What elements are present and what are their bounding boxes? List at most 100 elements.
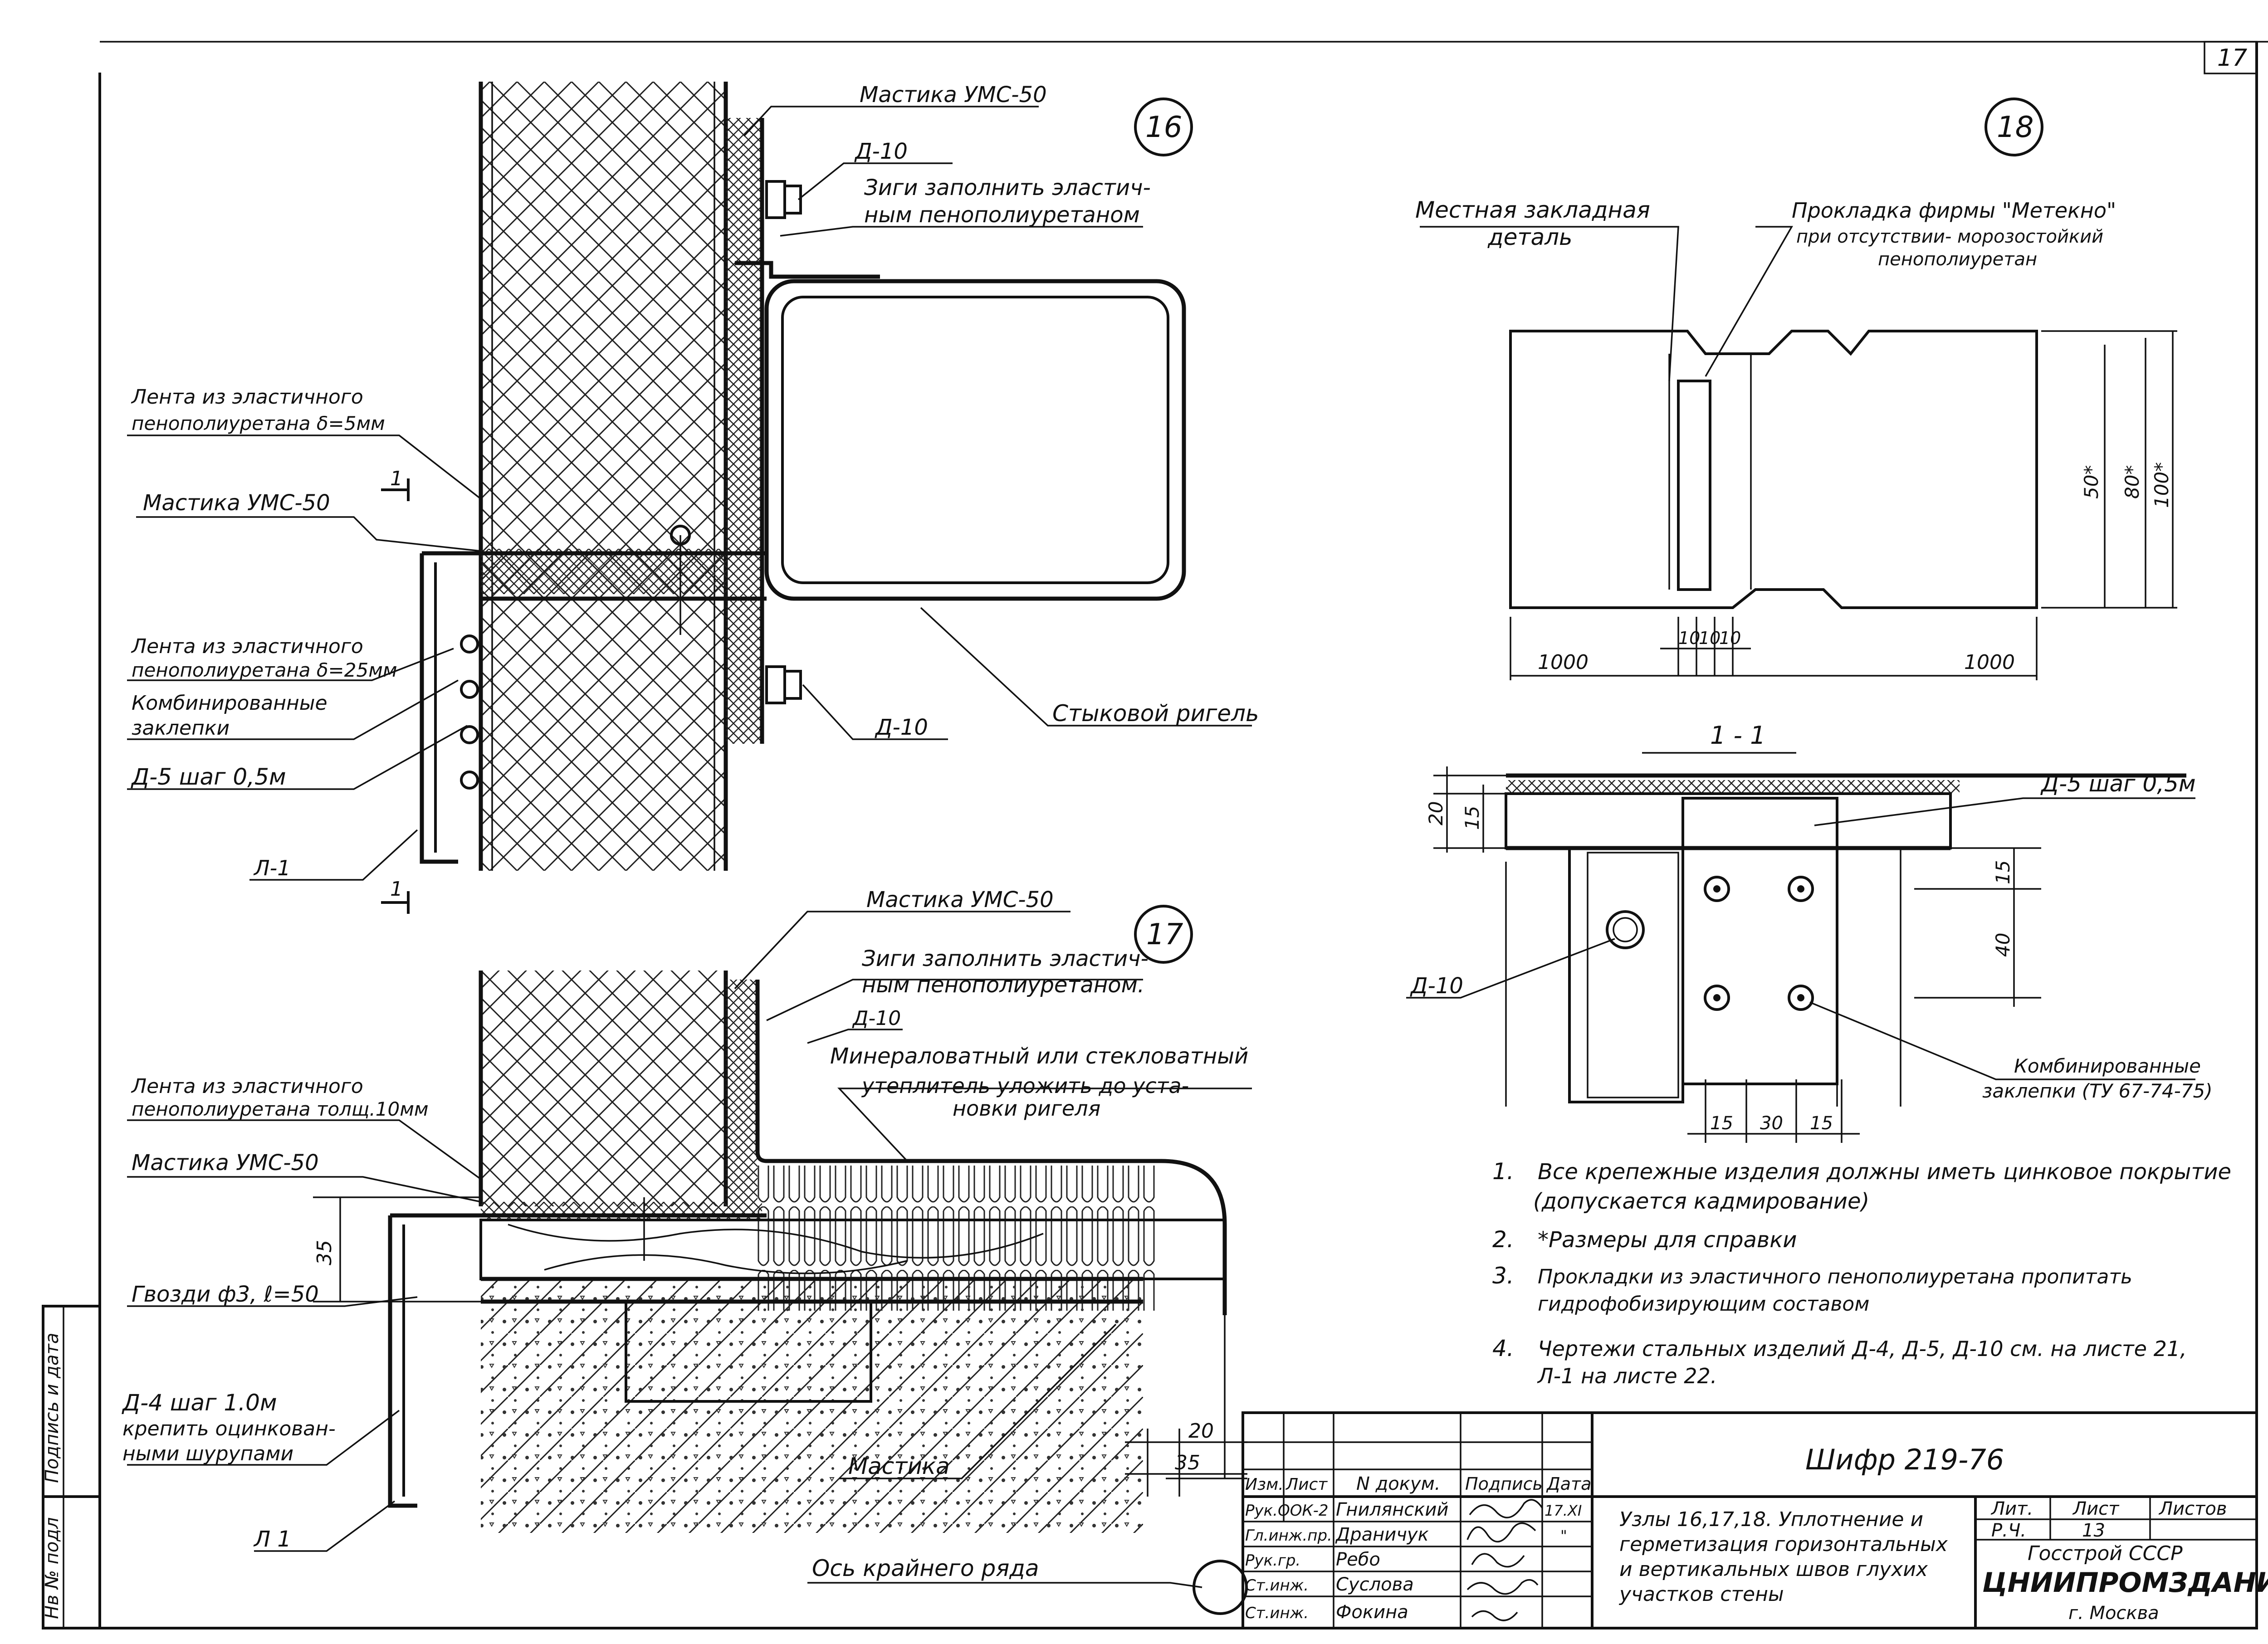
- tb-org-1: Госстрой СССР: [2028, 1542, 2183, 1565]
- note-3-line-1: Прокладки из эластичного пенополиуретана…: [1538, 1265, 2132, 1288]
- tb-sheet-hdr: Лист: [2072, 1498, 2120, 1519]
- tb-sheets-hdr: Листов: [2158, 1498, 2227, 1519]
- label-16-mastic-top: Мастика УМС-50: [860, 82, 1047, 107]
- label-17-dim20: 20: [1188, 1420, 1214, 1443]
- tb-desc-1: Узлы 16,17,18. Уплотнение и: [1619, 1508, 1923, 1531]
- tb-hdr-date: Дата: [1546, 1474, 1591, 1494]
- label-16-seal-2: ным пенополиуретаном: [864, 202, 1140, 228]
- label-17-dim35: 35: [313, 1240, 336, 1265]
- label-18-dim10b: 10: [1699, 628, 1721, 648]
- node-16-drawing: [420, 82, 1186, 871]
- leaders-section: [1406, 752, 2195, 1080]
- tb-hdr-doc: N докум.: [1356, 1473, 1441, 1494]
- label-16-d10-bottom: Д-10: [875, 715, 928, 740]
- label-16-tape2-2: пенополиуретана δ=25мм: [132, 659, 397, 681]
- label-18-gasket-3: пенополиуретан: [1878, 249, 2037, 270]
- label-17-mastic-left: Мастика УМС-50: [132, 1150, 319, 1176]
- label-16-d10-top: Д-10: [854, 139, 908, 164]
- node-18-number: 18: [1997, 111, 2033, 144]
- label-18-dim80: 80*: [2121, 465, 2143, 499]
- leaders-18: [1420, 226, 1794, 381]
- label-18-dim10c: 10: [1719, 628, 1741, 648]
- tb-row-3-role: Рук.гр.: [1245, 1551, 1300, 1570]
- label-17-insul-1: Минераловатный или стекловатный: [830, 1044, 1248, 1069]
- section-mark-top: 1: [390, 467, 403, 490]
- node-18-drawing: [1509, 330, 2177, 680]
- note-1-line-2: (допускается кадмирование): [1533, 1189, 1869, 1214]
- label-section-dim15b: 15: [1992, 860, 2014, 884]
- node-16-bubble: [1134, 98, 1193, 156]
- tb-hdr-sign: Подпись: [1465, 1474, 1543, 1494]
- label-section-title: 1 - 1: [1710, 721, 1766, 750]
- label-17-tape-1: Лента из эластичного: [131, 1075, 363, 1098]
- label-17-seal-1: Зиги заполнить эластич-: [862, 946, 1149, 971]
- label-section-rivets-1: Комбинированные: [2014, 1055, 2201, 1077]
- label-17-d10: Д-10: [852, 1007, 901, 1030]
- tb-row-5-name: Фокина: [1336, 1602, 1408, 1623]
- label-16-rivets-1: Комбинированные: [132, 692, 327, 715]
- tb-row-2-role: Гл.инж.пр.: [1245, 1527, 1332, 1545]
- side-stamp: [42, 1305, 101, 1629]
- bolt-d10-bottom: [765, 665, 802, 704]
- leaders-16: [127, 106, 1252, 881]
- note-3-line-2: гидрофобизирующим составом: [1538, 1293, 1869, 1316]
- label-18-dim100: 100*: [2151, 462, 2173, 508]
- label-18-embed-2: деталь: [1487, 224, 1573, 250]
- leaders-17: [127, 911, 1252, 1588]
- label-18-dim50: 50*: [2080, 465, 2102, 499]
- tb-row-1-date: 17.XI: [1545, 1502, 1582, 1519]
- tb-lit-hdr: Лит.: [1990, 1498, 2033, 1519]
- label-17-insul-2: утеплитель уложить до уста-: [861, 1073, 1189, 1098]
- wall-panel-16: [481, 82, 726, 871]
- tb-row-3-name: Ребо: [1336, 1549, 1380, 1570]
- bolt-d10-top: [765, 180, 802, 219]
- note-2-num: 2.: [1492, 1226, 1514, 1253]
- title-block-grid: [1242, 1411, 2258, 1629]
- label-section-d10: Д-10: [1410, 973, 1463, 999]
- tape-seal-16: [481, 549, 735, 594]
- tb-row-4-name: Суслова: [1336, 1574, 1414, 1595]
- label-17-axis: Ось крайнего ряда: [812, 1555, 1039, 1581]
- signatures: [1466, 1499, 1543, 1621]
- note-4-line-2: Л-1 на листе 22.: [1537, 1364, 1717, 1388]
- label-17-insul-3: новки ригеля: [953, 1096, 1100, 1121]
- section-mark-bottom: 1: [390, 878, 403, 901]
- tb-row-5-role: Ст.инж.: [1245, 1604, 1309, 1622]
- section-fasteners: [1606, 876, 1814, 1011]
- label-18-dim1000b: 1000: [1964, 651, 2015, 674]
- node-17-number: 17: [1146, 918, 1183, 951]
- tb-sheet: 13: [2082, 1520, 2105, 1541]
- label-16-mastic-left: Мастика УМС-50: [143, 490, 330, 516]
- side-stamp-sign: Подпись и дата: [42, 1333, 63, 1483]
- note-1-num: 1.: [1492, 1158, 1514, 1185]
- label-17-tape-2: пенополиуретана толщ.10мм: [132, 1098, 429, 1120]
- label-16-beam: Стыковой ригель: [1052, 700, 1259, 727]
- tb-row-2-name: Драничук: [1335, 1524, 1429, 1545]
- tb-row-4-role: Ст.инж.: [1245, 1576, 1309, 1595]
- tb-hdr-izm: Изм.: [1245, 1475, 1284, 1494]
- beam-16: [764, 279, 1186, 601]
- label-17-dim35b: 35: [1175, 1451, 1200, 1474]
- section-1-1-drawing: [1433, 752, 2186, 1143]
- node-17-drawing: [388, 971, 1247, 1533]
- tb-org-2: ЦНИИПРОМЗДАНИЙ: [1982, 1566, 2268, 1599]
- node-17-bubble: [1134, 905, 1193, 964]
- tb-hdr-list: Лист: [1285, 1475, 1328, 1494]
- title-code: Шифр 219-76: [1805, 1443, 2004, 1476]
- label-16-l1: Л-1: [253, 856, 290, 880]
- notes: 1. Все крепежные изделия должны иметь ци…: [1492, 1158, 2231, 1388]
- note-1-line-1: Все крепежные изделия должны иметь цинко…: [1538, 1159, 2231, 1185]
- label-16-rivets-2: заклепки: [132, 717, 230, 740]
- note-4-num: 4.: [1492, 1335, 1514, 1361]
- label-16-tape1-2: пенополиуретана δ=5мм: [132, 412, 385, 434]
- sheet-frame: [98, 41, 2268, 1629]
- label-section-dim15: 15: [1461, 806, 1483, 830]
- label-17-nails: Гвозди ф3, ℓ=50: [132, 1282, 319, 1307]
- tb-lit: Р.Ч.: [1991, 1520, 2026, 1541]
- label-18-dim10a: 10: [1678, 628, 1700, 648]
- label-18-gasket-2: при отсутствии- морозостойкий: [1796, 226, 2103, 247]
- node-16-number: 16: [1145, 111, 1182, 144]
- plate-d5: [1505, 792, 1952, 849]
- label-section-dim20: 20: [1425, 801, 1447, 825]
